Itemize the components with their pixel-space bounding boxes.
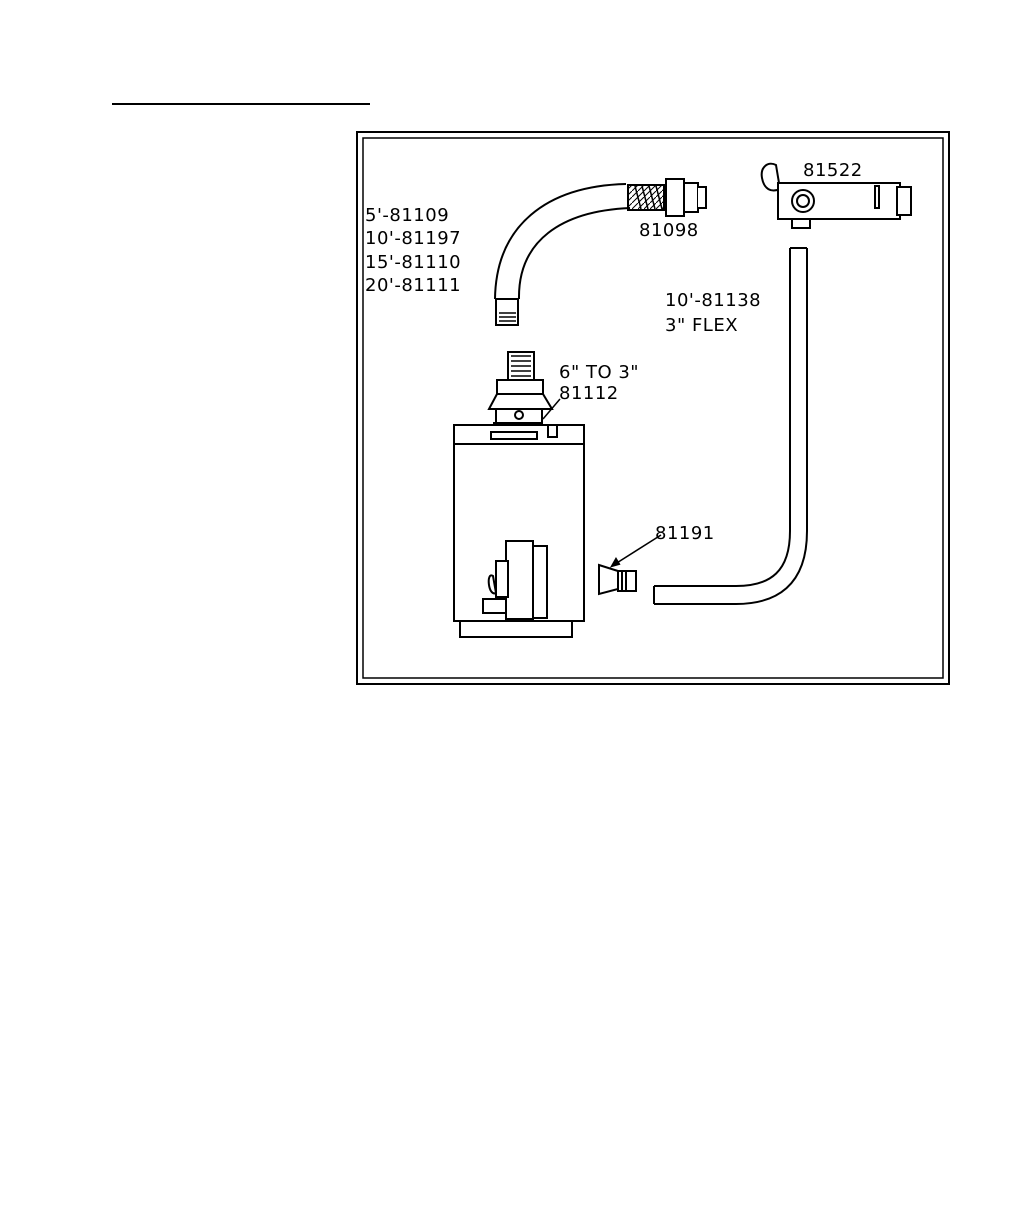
flex-size-label: 3" FLEX [665, 315, 738, 336]
flex-length-label: 10'-81138 [665, 290, 761, 311]
vent-length-15ft: 15'-81110 [365, 252, 461, 273]
connector-label: 81191 [655, 523, 715, 544]
water-heater [454, 425, 584, 637]
coupler-label: 81098 [639, 220, 699, 241]
vent-length-5ft: 5'-81109 [365, 205, 449, 226]
adapter-size-label: 6" TO 3" [559, 362, 639, 383]
heading-underline [112, 103, 370, 105]
flex-vent-pipe [495, 184, 630, 325]
coupler-81098 [628, 179, 706, 216]
connector-81191 [599, 535, 661, 594]
vent-length-20ft: 20'-81111 [365, 275, 461, 296]
vent-kit-diagram: 5'-81109 10'-81197 15'-81110 20'-81111 8… [356, 131, 950, 685]
terminal-label: 81522 [803, 160, 863, 181]
adapter-label: 81112 [559, 383, 619, 404]
vent-length-10ft: 10'-81197 [365, 228, 461, 249]
adapter-81112 [489, 352, 560, 429]
